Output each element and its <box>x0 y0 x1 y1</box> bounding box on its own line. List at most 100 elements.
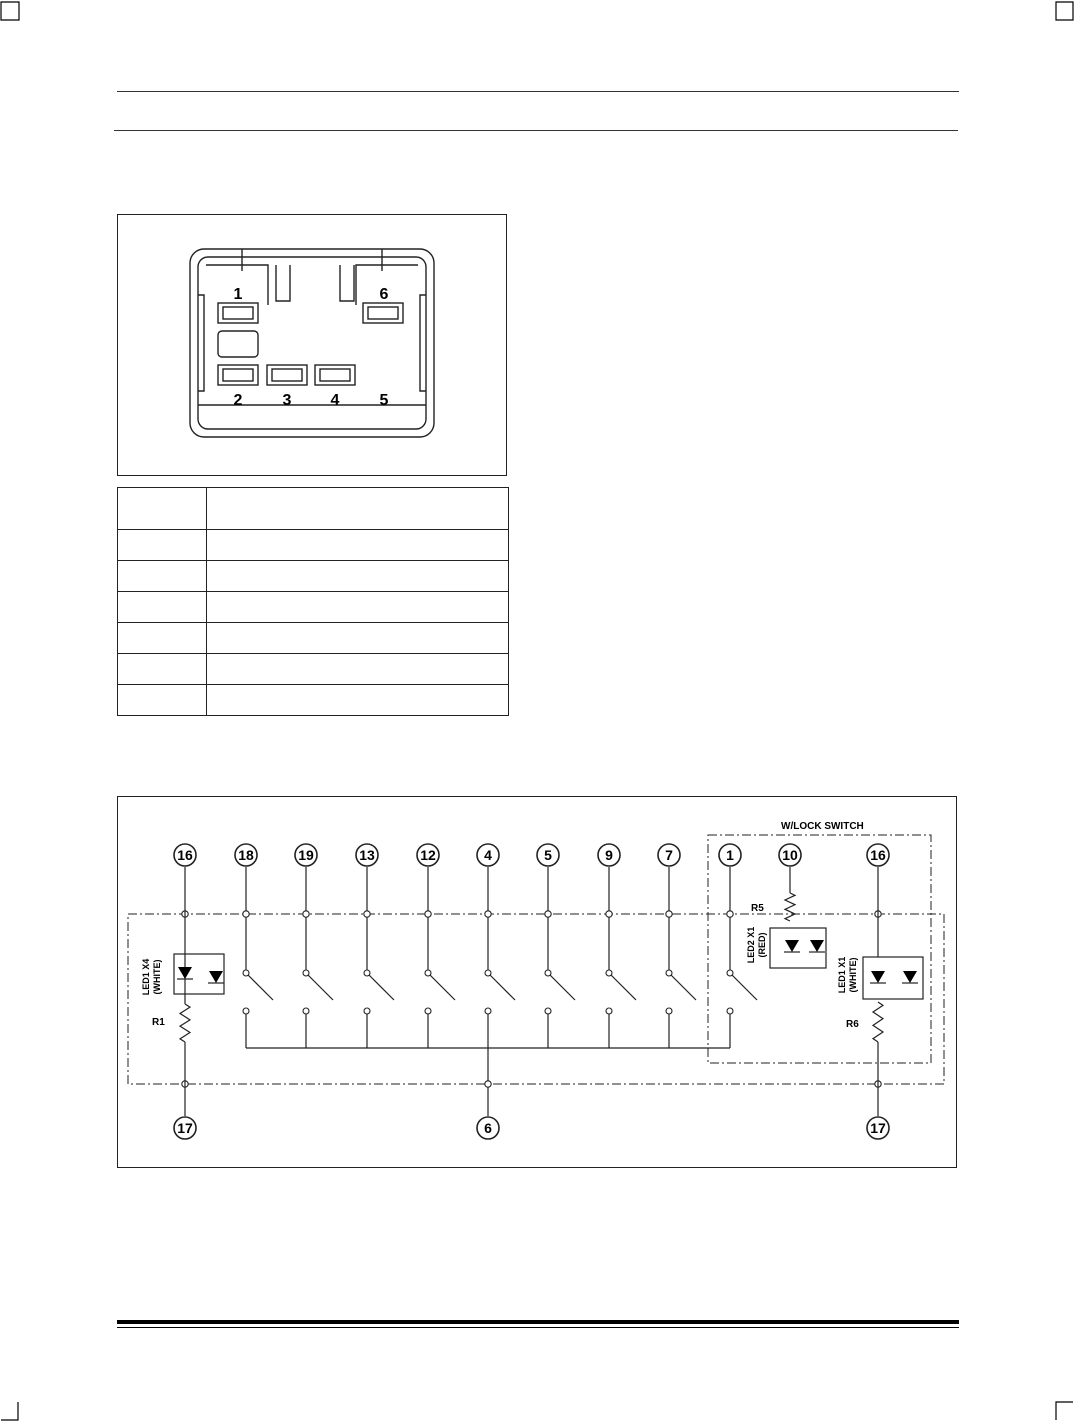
table-row <box>117 560 509 592</box>
table-row <box>117 653 509 685</box>
blank-cavity <box>217 330 259 358</box>
led-right-diode-1 <box>871 971 885 983</box>
switch-contact <box>302 1007 310 1015</box>
resistor-r1 <box>178 1003 192 1043</box>
pin-label-2: 2 <box>234 392 243 409</box>
terminal-top-7-label: 9 <box>605 847 613 863</box>
terminal-top-4 <box>416 843 440 867</box>
schematic-figure: W/LOCK SWITCH R1 R5 R6 LED1 X4 (WHITE) L… <box>117 796 957 1168</box>
led-left-label-1: LED1 X4 <box>141 959 151 996</box>
terminal-top-10 <box>778 843 802 867</box>
table-row <box>117 487 509 530</box>
led-right-diode-2 <box>903 971 917 983</box>
connector-figure: 1 6 2 3 4 5 <box>117 214 507 476</box>
led-mid-diode-2 <box>810 940 824 952</box>
terminal-top-9 <box>718 843 742 867</box>
terminal-bottom-0 <box>173 1116 197 1140</box>
led-right-label-1: LED1 X1 <box>837 957 847 994</box>
connector-drawing: 1 6 2 3 4 5 <box>189 248 435 438</box>
wlock-switch-label: W/LOCK SWITCH <box>781 821 864 832</box>
pin-label-1: 1 <box>234 286 243 303</box>
r1-label: R1 <box>152 1017 165 1028</box>
switch-contact <box>726 1007 734 1015</box>
switch-contact <box>605 969 613 977</box>
terminal-bottom-0-label: 17 <box>177 1120 193 1136</box>
switch-contact <box>665 969 673 977</box>
terminal-bottom-1-label: 6 <box>484 1120 492 1136</box>
junction-node <box>242 910 250 918</box>
header-rule-bottom <box>114 130 958 131</box>
junction-node <box>484 910 492 918</box>
terminal-top-2-label: 19 <box>298 847 314 863</box>
switch-contact <box>484 969 492 977</box>
footer-rule-thick <box>117 1320 959 1324</box>
led-mid-diode-1 <box>785 940 799 952</box>
table-row <box>117 529 509 561</box>
junction-node <box>665 910 673 918</box>
pin-label-4: 4 <box>331 392 340 409</box>
led-left-label-2: (WHITE) <box>152 960 162 995</box>
led-mid-label-1: LED2 X1 <box>746 927 756 964</box>
terminal-top-1 <box>234 843 258 867</box>
switch-contact <box>363 969 371 977</box>
terminal-bottom-2 <box>866 1116 890 1140</box>
terminal-bottom-2-label: 17 <box>870 1120 886 1136</box>
terminal-top-0 <box>173 843 197 867</box>
pin-label-5: 5 <box>380 392 389 409</box>
switch-contact <box>665 1007 673 1015</box>
terminal-top-8 <box>657 843 681 867</box>
terminal-top-2 <box>294 843 318 867</box>
switch-contact <box>242 969 250 977</box>
terminal-top-9-label: 1 <box>726 847 734 863</box>
switch-contact <box>424 1007 432 1015</box>
led-left-diode-1 <box>178 967 192 979</box>
terminal-top-0-label: 16 <box>177 847 193 863</box>
switch-contact <box>605 1007 613 1015</box>
header-rule-top <box>117 91 959 92</box>
pin-label-3: 3 <box>283 392 292 409</box>
terminal-top-8-label: 7 <box>665 847 673 863</box>
terminal-top-3-label: 13 <box>359 847 375 863</box>
terminal-bottom-1 <box>476 1116 500 1140</box>
terminal-top-3 <box>355 843 379 867</box>
led-mid-label-2: (RED) <box>757 933 767 958</box>
junction-node <box>726 910 734 918</box>
junction-node <box>363 910 371 918</box>
pin-table <box>117 487 509 716</box>
switch-contact <box>544 1007 552 1015</box>
pin-label-6: 6 <box>380 286 389 303</box>
switch-contact <box>424 969 432 977</box>
junction-node <box>302 910 310 918</box>
table-row <box>117 684 509 716</box>
resistor-r6 <box>871 1001 885 1043</box>
table-row <box>117 591 509 623</box>
led-right-label-2: (WHITE) <box>848 958 858 993</box>
terminal-top-11-label: 16 <box>870 847 886 863</box>
terminal-top-11 <box>866 843 890 867</box>
terminal-top-10-label: 10 <box>782 847 798 863</box>
junction-node <box>605 910 613 918</box>
terminal-top-6-label: 5 <box>544 847 552 863</box>
switch-contact <box>726 969 734 977</box>
terminal-top-5 <box>476 843 500 867</box>
switch-contact <box>302 969 310 977</box>
r5-label: R5 <box>751 903 764 914</box>
terminal-top-4-label: 12 <box>420 847 436 863</box>
led-left-diode-2 <box>209 971 223 983</box>
switch-contact <box>544 969 552 977</box>
footer-rule-thin <box>117 1327 959 1328</box>
switch-contact <box>242 1007 250 1015</box>
terminal-top-5-label: 4 <box>484 847 492 863</box>
terminal-top-7 <box>597 843 621 867</box>
switch-schematic: W/LOCK SWITCH R1 R5 R6 LED1 X4 (WHITE) L… <box>127 821 945 1140</box>
junction-node <box>424 910 432 918</box>
r6-label: R6 <box>846 1019 859 1030</box>
switch-contact <box>484 1007 492 1015</box>
switch-contact <box>363 1007 371 1015</box>
junction-node <box>484 1080 492 1088</box>
junction-node <box>544 910 552 918</box>
terminal-top-1-label: 18 <box>238 847 254 863</box>
resistor-r5 <box>783 892 797 922</box>
terminal-top-6 <box>536 843 560 867</box>
